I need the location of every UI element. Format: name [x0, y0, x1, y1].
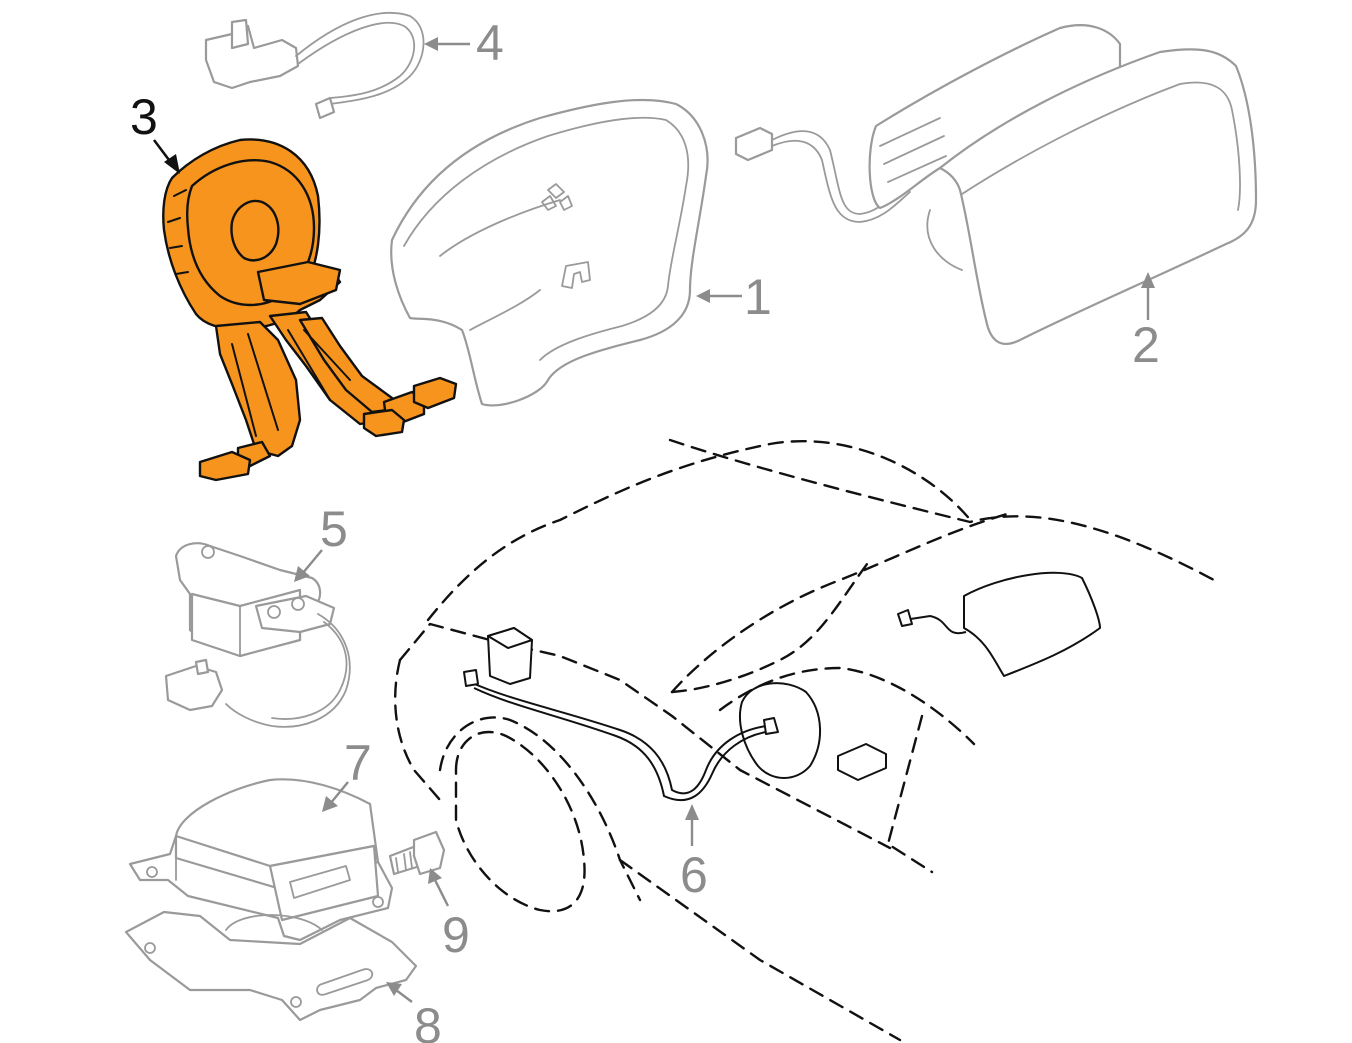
part-7-control-unit[interactable]	[128, 778, 394, 942]
callout-1[interactable]: 1	[744, 269, 772, 325]
callout-8[interactable]: 8	[414, 998, 442, 1043]
callout-2[interactable]: 2	[1132, 317, 1160, 373]
leader-lines	[152, 37, 1155, 1003]
vehicle-outline	[394, 438, 1216, 1042]
callout-7[interactable]: 7	[344, 735, 372, 791]
callout-6[interactable]: 6	[680, 847, 708, 903]
callout-4[interactable]: 4	[476, 15, 504, 71]
part-3-clock-spring[interactable]	[162, 138, 458, 482]
part-6-harness[interactable]	[463, 669, 779, 802]
callout-5[interactable]: 5	[320, 501, 348, 557]
part-8-bracket[interactable]	[124, 910, 418, 1022]
part-9-bolt[interactable]	[388, 830, 446, 876]
part-4-harness[interactable]	[204, 12, 425, 120]
part-5-sensor[interactable]	[164, 542, 351, 728]
callout-3[interactable]: 3	[130, 89, 158, 145]
part-2-passenger-airbag[interactable]	[734, 24, 1258, 346]
callout-labels: 1 2 3 4 5 6 7 8 9	[130, 15, 1160, 1043]
vehicle-components	[487, 571, 1101, 781]
part-1-driver-airbag[interactable]	[390, 98, 709, 407]
callout-9[interactable]: 9	[442, 907, 470, 963]
